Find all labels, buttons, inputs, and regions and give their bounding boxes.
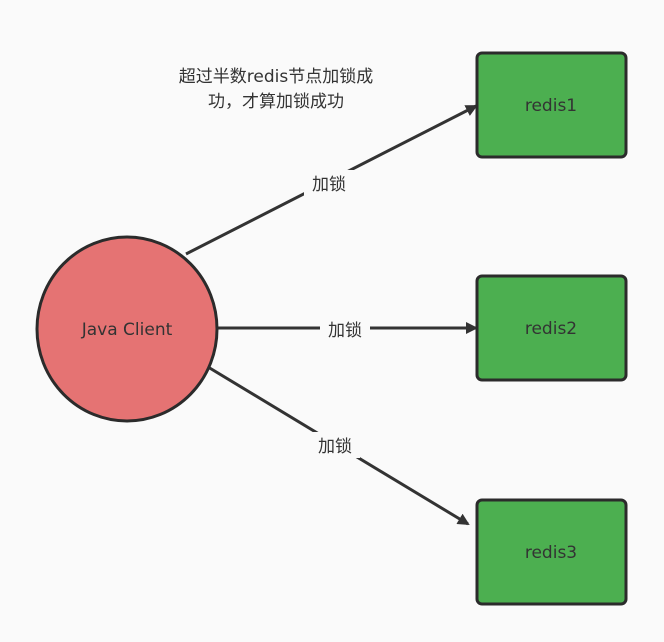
redis-node-3: redis3 — [475, 498, 628, 606]
edge-label-1: 加锁 — [312, 175, 346, 195]
edge-client-redis2: 加锁 — [218, 316, 478, 342]
client-circle — [35, 235, 219, 423]
redis-node-1: redis1 — [475, 51, 628, 159]
note-line-1: 超过半数redis节点加锁成 — [179, 67, 373, 87]
client-node: Java Client — [35, 235, 219, 423]
edge-client-redis1: 加锁 — [185, 104, 478, 256]
redis-label-3: redis3 — [525, 543, 577, 563]
edge-label-bg-3 — [310, 432, 360, 458]
redis-label-2: redis2 — [525, 319, 577, 339]
note-line-2: 功，才算加锁成功 — [208, 92, 344, 112]
redis-label-1: redis1 — [525, 96, 577, 116]
edge-label-bg-2 — [320, 316, 370, 342]
redis-node-2: redis2 — [475, 274, 628, 382]
client-label: Java Client — [81, 320, 173, 340]
redis-box-3 — [475, 498, 628, 606]
redis-box-2 — [475, 274, 628, 382]
edge-label-2: 加锁 — [328, 321, 362, 341]
redis-box-1 — [475, 51, 628, 159]
edge-label-bg-1 — [304, 170, 354, 196]
edge-client-redis3: 加锁 — [207, 365, 470, 526]
edge-label-3: 加锁 — [318, 437, 352, 457]
